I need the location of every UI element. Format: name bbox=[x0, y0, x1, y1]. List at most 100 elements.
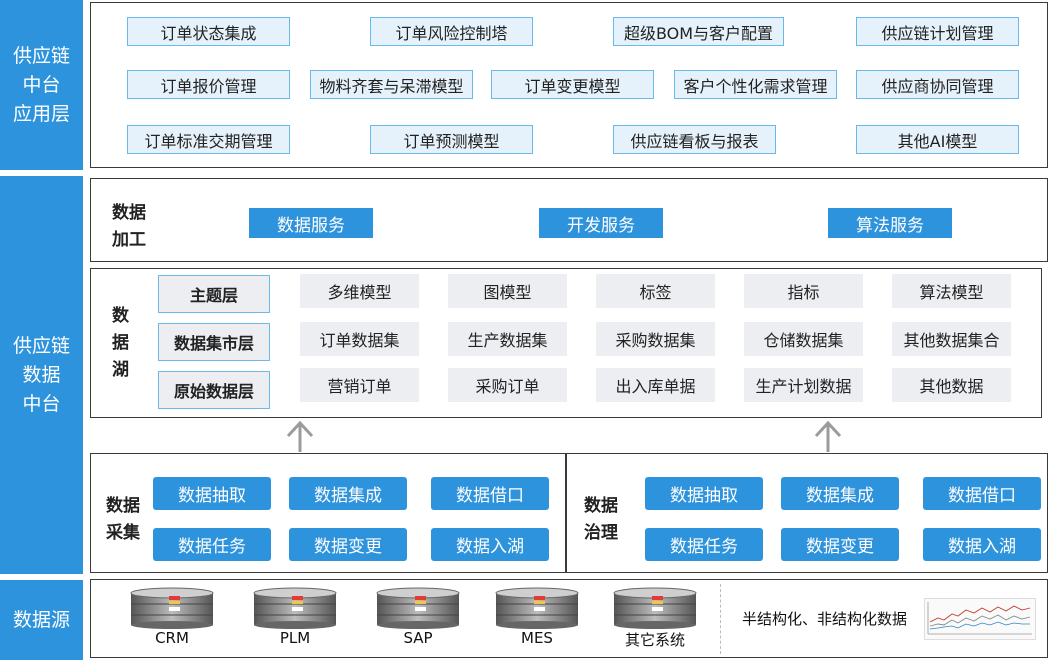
app-module-label: 其他AI模型 bbox=[897, 131, 978, 151]
lake-cell-label: 出入库单据 bbox=[615, 377, 696, 396]
app-module: 物料齐套与呆滞模型 bbox=[310, 70, 473, 99]
app-module-label: 供应商协同管理 bbox=[881, 76, 994, 96]
source-system-mes: MES bbox=[487, 587, 587, 647]
app-module: 其他AI模型 bbox=[856, 125, 1019, 154]
governance-button-label: 数据借口 bbox=[948, 486, 1016, 506]
app-module: 订单变更模型 bbox=[491, 70, 654, 99]
lake-cell-label: 采购订单 bbox=[475, 377, 540, 396]
governance-button-label: 数据入湖 bbox=[948, 537, 1016, 557]
collection-extract-button[interactable]: 数据抽取 bbox=[153, 477, 271, 510]
lake-cell: 仓储数据集 bbox=[744, 322, 863, 356]
source-system-crm: CRM bbox=[122, 587, 222, 647]
layer-raw-label: 原始数据层 bbox=[173, 382, 254, 401]
governance-button-label: 数据抽取 bbox=[670, 486, 738, 506]
lake-cell-label: 其他数据集合 bbox=[903, 331, 1000, 350]
lake-cell: 图模型 bbox=[448, 274, 567, 308]
chart-thumbnail-icon bbox=[924, 598, 1036, 640]
sidebar-data-source: 数据源 bbox=[0, 580, 83, 660]
lake-cell: 算法模型 bbox=[892, 274, 1011, 308]
lake-cell-label: 订单数据集 bbox=[319, 331, 400, 350]
collection-label: 数据 采集 bbox=[106, 496, 140, 543]
source-divider bbox=[720, 584, 721, 654]
lake-cell-label: 多维模型 bbox=[327, 283, 392, 302]
layer-topic: 主题层 bbox=[158, 275, 270, 313]
algorithm-service-button[interactable]: 算法服务 bbox=[828, 208, 952, 238]
layer-data-mart: 数据集市层 bbox=[158, 323, 270, 361]
unstructured-data-label: 半结构化、非结构化数据 bbox=[742, 610, 908, 628]
app-module-label: 订单状态集成 bbox=[160, 23, 257, 43]
governance-task-button[interactable]: 数据任务 bbox=[645, 528, 763, 561]
sidebar-app-layer-label: 供应链 中台 应用层 bbox=[12, 44, 70, 125]
collection-button-label: 数据抽取 bbox=[178, 486, 246, 506]
lake-cell-label: 指标 bbox=[787, 283, 820, 302]
lake-cell: 其他数据集合 bbox=[892, 322, 1011, 356]
collection-button-label: 数据任务 bbox=[178, 537, 246, 557]
governance-button-label: 数据变更 bbox=[806, 537, 874, 557]
governance-change-button[interactable]: 数据变更 bbox=[781, 528, 899, 561]
lake-cell-label: 标签 bbox=[639, 283, 672, 302]
source-system-label: SAP bbox=[403, 629, 433, 647]
lake-cell: 订单数据集 bbox=[300, 322, 419, 356]
lake-cell: 生产数据集 bbox=[448, 322, 567, 356]
database-icon bbox=[253, 587, 337, 629]
app-module-label: 订单风险控制塔 bbox=[395, 23, 508, 43]
processing-label: 数据 加工 bbox=[112, 203, 146, 250]
dev-service-button[interactable]: 开发服务 bbox=[539, 208, 663, 238]
app-module: 供应链计划管理 bbox=[856, 17, 1019, 46]
lake-cell-label: 仓储数据集 bbox=[763, 331, 844, 350]
lake-cell-label: 生产数据集 bbox=[467, 331, 548, 350]
app-module: 超级BOM与客户配置 bbox=[613, 17, 784, 46]
collection-ingest-button[interactable]: 数据入湖 bbox=[431, 528, 549, 561]
lake-cell: 多维模型 bbox=[300, 274, 419, 308]
source-system-label: 其它系统 bbox=[624, 631, 685, 649]
lake-cell: 指标 bbox=[744, 274, 863, 308]
sidebar-data-source-label: 数据源 bbox=[12, 608, 70, 631]
app-module-label: 订单变更模型 bbox=[524, 76, 621, 96]
lake-cell-label: 采购数据集 bbox=[615, 331, 696, 350]
lake-cell: 标签 bbox=[596, 274, 715, 308]
collection-integrate-button[interactable]: 数据集成 bbox=[289, 477, 407, 510]
arrow-up-icon bbox=[286, 420, 314, 452]
app-module: 订单状态集成 bbox=[127, 17, 290, 46]
app-module-label: 超级BOM与客户配置 bbox=[623, 23, 774, 43]
source-system-label: CRM bbox=[155, 629, 189, 647]
app-module-label: 订单预测模型 bbox=[403, 131, 500, 151]
data-lake-label: 数 据 湖 bbox=[112, 306, 129, 380]
dev-service-label: 开发服务 bbox=[567, 215, 635, 236]
collection-button-label: 数据借口 bbox=[456, 486, 524, 506]
sidebar-data-platform-label: 供应链 数据 中台 bbox=[12, 334, 70, 415]
collection-task-button[interactable]: 数据任务 bbox=[153, 528, 271, 561]
data-service-button[interactable]: 数据服务 bbox=[249, 208, 373, 238]
source-system-plm: PLM bbox=[245, 587, 345, 647]
governance-ingest-button[interactable]: 数据入湖 bbox=[923, 528, 1041, 561]
governance-interface-button[interactable]: 数据借口 bbox=[923, 477, 1041, 510]
lake-cell: 生产计划数据 bbox=[744, 368, 863, 402]
app-module: 客户个性化需求管理 bbox=[674, 70, 837, 99]
collection-interface-button[interactable]: 数据借口 bbox=[431, 477, 549, 510]
governance-extract-button[interactable]: 数据抽取 bbox=[645, 477, 763, 510]
layer-raw: 原始数据层 bbox=[158, 371, 270, 409]
database-icon bbox=[495, 587, 579, 629]
database-icon bbox=[130, 587, 214, 629]
governance-button-label: 数据任务 bbox=[670, 537, 738, 557]
governance-integrate-button[interactable]: 数据集成 bbox=[781, 477, 899, 510]
collection-button-label: 数据集成 bbox=[314, 486, 382, 506]
app-module-label: 供应链看板与报表 bbox=[630, 131, 759, 151]
app-module: 订单标准交期管理 bbox=[127, 125, 290, 154]
arrow-up-icon bbox=[814, 420, 842, 452]
lake-cell: 其他数据 bbox=[892, 368, 1011, 402]
algorithm-service-label: 算法服务 bbox=[856, 215, 924, 236]
app-module: 订单报价管理 bbox=[127, 70, 290, 99]
data-service-label: 数据服务 bbox=[277, 215, 345, 236]
source-system-other: 其它系统 bbox=[605, 587, 705, 650]
app-module-label: 订单报价管理 bbox=[160, 76, 257, 96]
collection-button-label: 数据入湖 bbox=[456, 537, 524, 557]
collection-change-button[interactable]: 数据变更 bbox=[289, 528, 407, 561]
database-icon bbox=[613, 587, 697, 629]
lake-cell-label: 生产计划数据 bbox=[755, 377, 852, 396]
lake-cell-label: 算法模型 bbox=[919, 283, 984, 302]
lake-cell: 采购订单 bbox=[448, 368, 567, 402]
source-system-sap: SAP bbox=[368, 587, 468, 647]
sidebar-data-platform: 供应链 数据 中台 bbox=[0, 176, 83, 574]
app-module: 订单风险控制塔 bbox=[370, 17, 533, 46]
